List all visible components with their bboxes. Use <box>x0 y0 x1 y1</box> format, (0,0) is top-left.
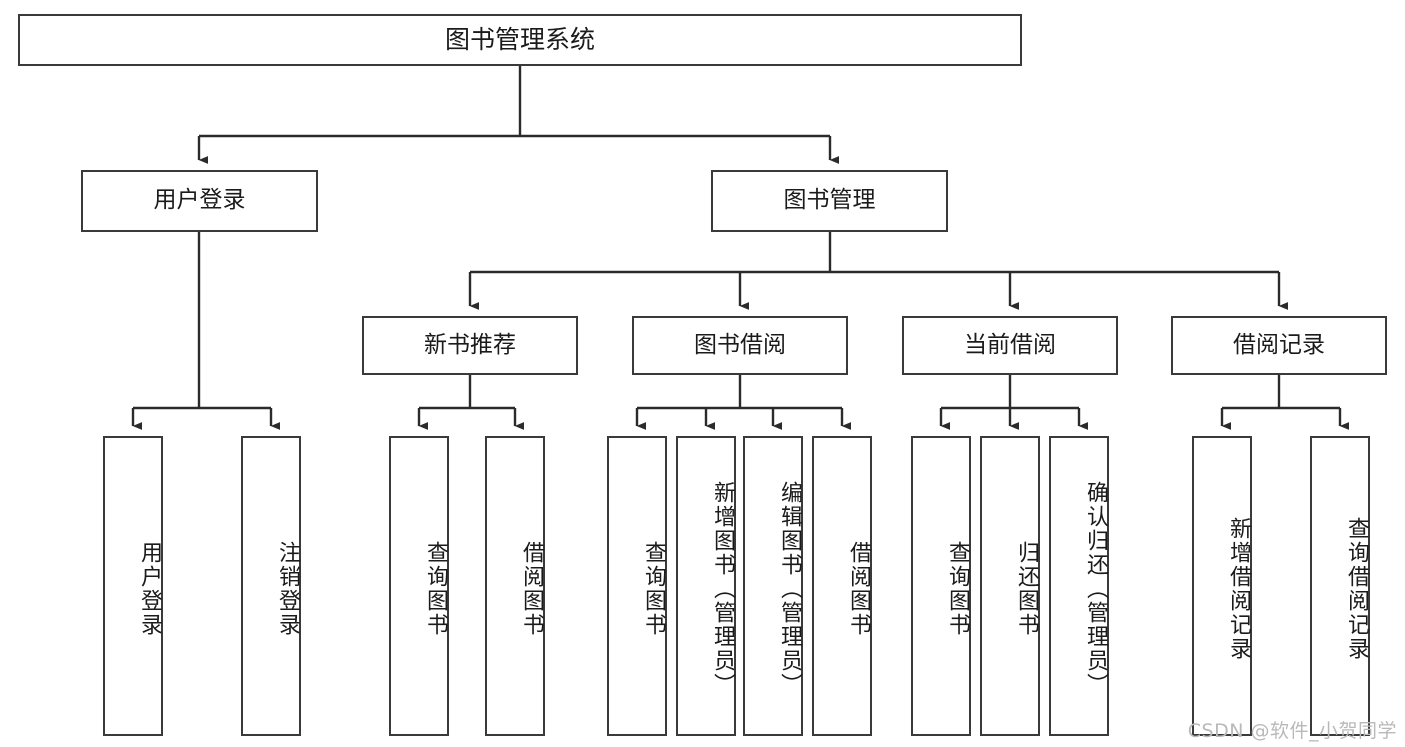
node-borrow-record[interactable]: 借阅记录 <box>1171 316 1387 375</box>
node-book-management[interactable]: 图书管理 <box>711 170 948 232</box>
leaf-book-borrow-edit[interactable]: 编辑图书（管理员） <box>743 436 803 736</box>
leaf-current-borrow-confirm-return[interactable]: 确认归还（管理员） <box>1049 436 1109 736</box>
leaf-borrow-record-query[interactable]: 查询借阅记录 <box>1310 436 1370 736</box>
leaf-user-login-logout[interactable]: 注销登录 <box>241 436 301 736</box>
leaf-current-borrow-query[interactable]: 查询图书 <box>911 436 971 736</box>
leaf-book-borrow-borrow[interactable]: 借阅图书 <box>812 436 872 736</box>
node-current-borrow[interactable]: 当前借阅 <box>902 316 1118 375</box>
node-root-system[interactable]: 图书管理系统 <box>18 14 1022 66</box>
csdn-watermark: CSDN @软件_小贺同学 <box>1187 720 1397 742</box>
leaf-new-book-query[interactable]: 查询图书 <box>389 436 449 736</box>
leaf-current-borrow-return[interactable]: 归还图书 <box>980 436 1040 736</box>
leaf-book-borrow-add[interactable]: 新增图书（管理员） <box>676 436 736 736</box>
node-book-borrow[interactable]: 图书借阅 <box>632 316 848 375</box>
node-new-book-recommend[interactable]: 新书推荐 <box>362 316 578 375</box>
leaf-user-login-login[interactable]: 用户登录 <box>103 436 163 736</box>
leaf-new-book-borrow[interactable]: 借阅图书 <box>485 436 545 736</box>
leaf-borrow-record-add[interactable]: 新增借阅记录 <box>1192 436 1252 736</box>
node-user-login[interactable]: 用户登录 <box>81 170 318 232</box>
leaf-book-borrow-query[interactable]: 查询图书 <box>607 436 667 736</box>
